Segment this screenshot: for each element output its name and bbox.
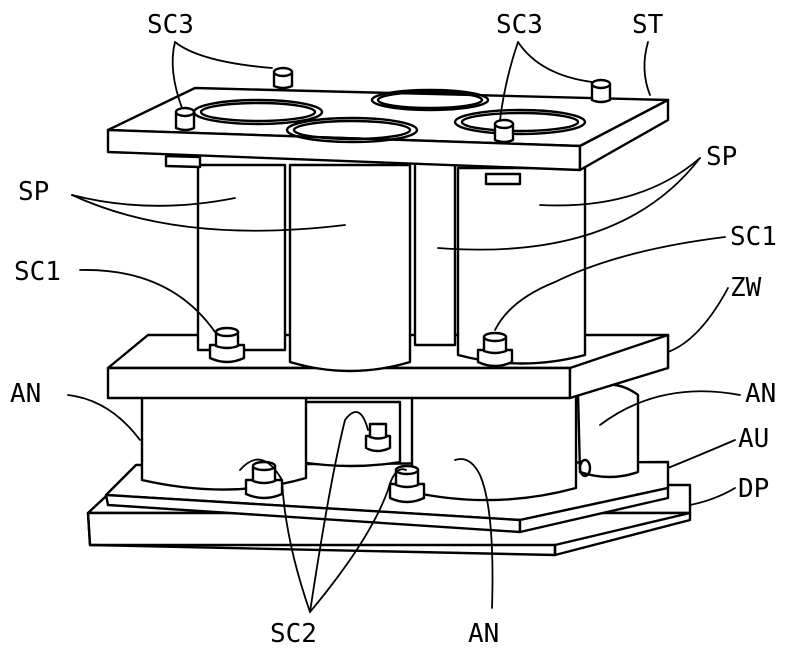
label-sc3-left: SC3: [147, 10, 194, 40]
label-dp: DP: [738, 474, 769, 504]
label-an-left: AN: [10, 379, 41, 409]
screw-sc1-right: [476, 331, 514, 368]
label-an-right: AN: [745, 379, 776, 409]
pad-front: [410, 388, 578, 502]
spacer-front-right: [456, 166, 587, 365]
pad-left: [140, 387, 308, 491]
screw-sc1-left: [208, 326, 246, 364]
leader-lines: [67, 41, 741, 613]
label-sc1-right: SC1: [730, 222, 777, 252]
label-sp-left: SP: [18, 177, 49, 207]
label-sp-right: SP: [706, 142, 737, 172]
label-sc3-right: SC3: [496, 10, 543, 40]
label-an-bottom: AN: [468, 619, 499, 649]
screw-sc3-4: [493, 118, 515, 144]
nut-under-top-left: [164, 154, 202, 169]
top-plate-st: [106, 86, 670, 172]
screw-sc2-2: [364, 422, 392, 453]
pad-right: [576, 383, 640, 479]
screw-sc3-2: [272, 66, 294, 90]
spacer-front-center: [288, 163, 412, 373]
spacer-back-right: [413, 158, 457, 347]
label-st: ST: [632, 10, 664, 40]
label-sc2: SC2: [270, 619, 317, 649]
screw-sc2-3: [388, 464, 426, 504]
label-au: AU: [738, 424, 769, 454]
screw-sc3-3: [590, 78, 612, 104]
nut-under-top-right: [484, 172, 522, 186]
label-zw: ZW: [730, 273, 762, 303]
spacer-back-left: [196, 163, 287, 352]
screw-sc3-1: [174, 106, 196, 132]
label-sc1-left: SC1: [14, 257, 61, 287]
labels: SC3 SC3 ST SP SP SC1 SC1 ZW AN AN AU DP …: [10, 10, 777, 649]
